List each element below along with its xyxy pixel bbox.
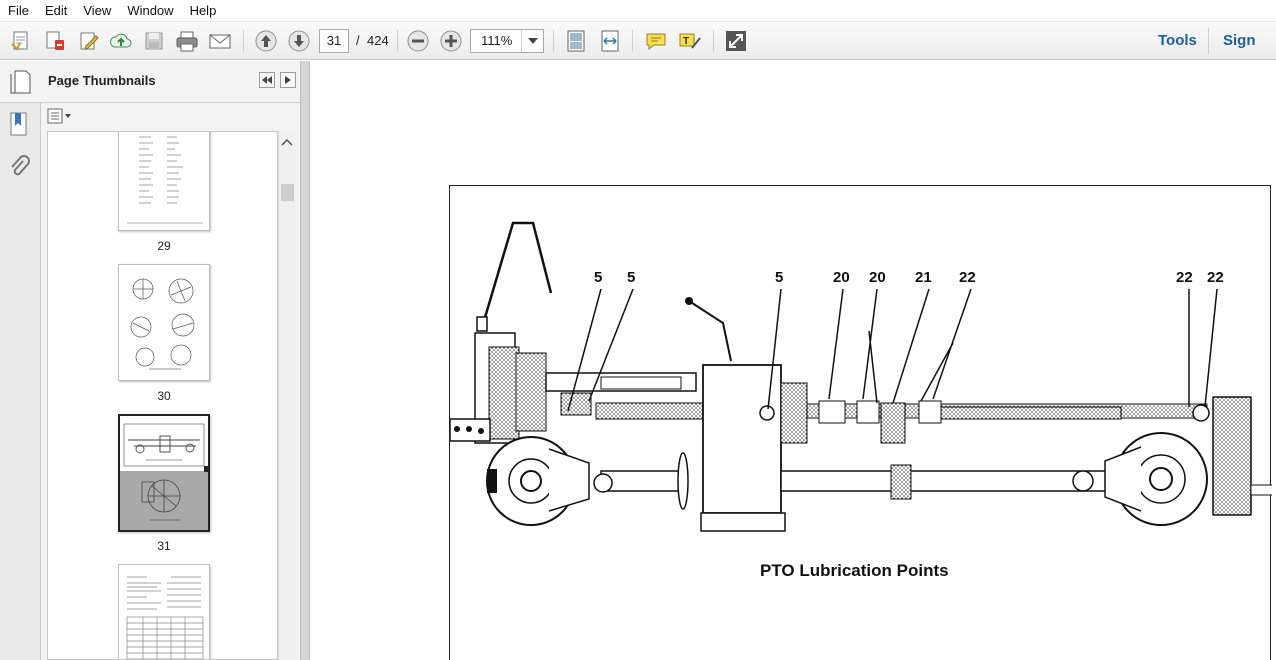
callout-label: 22 [1207, 269, 1224, 286]
callout-label: 22 [959, 269, 976, 286]
menu-view[interactable]: View [83, 2, 112, 18]
create-pdf-icon[interactable] [8, 28, 34, 54]
thumbnail-list[interactable]: 29 30 [47, 131, 278, 660]
zoom-out-icon[interactable] [405, 28, 431, 54]
zoom-select[interactable]: 111% [470, 29, 544, 53]
thumbnail-page-30[interactable] [118, 264, 210, 381]
highlight-text-icon[interactable]: T [677, 28, 703, 54]
toolbar-divider [243, 30, 244, 52]
next-page-icon[interactable] [286, 28, 312, 54]
scrollbar-thumb[interactable] [281, 184, 294, 201]
full-screen-icon[interactable] [723, 28, 749, 54]
bookmark-icon[interactable] [8, 111, 30, 137]
page-total: 424 [367, 33, 389, 48]
zoom-in-icon[interactable] [438, 28, 464, 54]
fit-width-icon[interactable] [597, 28, 623, 54]
thumbnail-pane-header: Page Thumbnails [0, 61, 300, 103]
document-view[interactable] [310, 61, 1276, 660]
toolbar-divider [1208, 28, 1209, 54]
thumbnail-label: 29 [157, 239, 171, 253]
chevron-up-icon[interactable] [281, 135, 293, 149]
paperclip-icon[interactable] [8, 155, 30, 181]
zoom-value: 111% [481, 33, 513, 48]
previous-page-icon[interactable] [253, 28, 279, 54]
menu-file[interactable]: File [8, 2, 29, 18]
menu-edit[interactable]: Edit [44, 2, 68, 18]
thumbnail-label: 31 [157, 539, 171, 553]
fit-page-icon[interactable] [563, 28, 589, 54]
cloud-upload-icon[interactable] [108, 28, 134, 54]
thumbnail-scrollbar[interactable] [278, 131, 295, 660]
save-icon[interactable] [141, 28, 167, 54]
thumbnail-resize-handle[interactable] [204, 466, 208, 472]
page-number-input[interactable]: 31 [319, 29, 349, 53]
sign-button[interactable]: Sign [1223, 32, 1256, 49]
menu-bar: File Edit View Window Help [0, 0, 1276, 22]
chevron-down-icon[interactable] [521, 30, 543, 52]
comment-icon[interactable] [643, 28, 669, 54]
callout-label: 20 [869, 269, 886, 286]
thumbnail-page-31[interactable] [118, 414, 210, 532]
thumbnail-options-button[interactable] [47, 106, 73, 126]
toolbar-divider [713, 30, 714, 52]
print-icon[interactable] [174, 28, 200, 54]
figure-frame [449, 185, 1272, 660]
callout-label: 21 [915, 269, 932, 286]
email-icon[interactable] [207, 28, 233, 54]
callout-label: 5 [594, 269, 603, 286]
menu-window[interactable]: Window [127, 2, 174, 18]
thumbnail-page-29[interactable] [118, 132, 210, 231]
callout-label: 22 [1176, 269, 1193, 286]
pane-splitter[interactable] [300, 61, 310, 660]
callout-label: 20 [833, 269, 850, 286]
toolbar-divider [553, 30, 554, 52]
combine-files-icon[interactable] [42, 28, 68, 54]
navigation-rail [0, 103, 41, 660]
toolbar-divider [632, 30, 633, 52]
pane-title: Page Thumbnails [48, 73, 156, 88]
svg-text:T: T [683, 36, 689, 47]
edit-pdf-icon[interactable] [76, 28, 102, 54]
collapse-pane-icon[interactable] [259, 72, 275, 88]
tools-button[interactable]: Tools [1158, 32, 1197, 49]
figure-title: PTO Lubrication Points [760, 561, 949, 580]
page-separator: / [356, 33, 360, 48]
toolbar: 31 / 424 111% T Tools Sign [0, 22, 1276, 60]
page-icon [8, 69, 32, 95]
pto-drivetrain-drawing [450, 221, 1272, 532]
menu-help[interactable]: Help [189, 2, 217, 18]
expand-pane-icon[interactable] [280, 72, 296, 88]
callout-label: 5 [627, 269, 636, 286]
callout-label: 5 [775, 269, 784, 286]
thumbnail-label: 30 [157, 389, 171, 403]
thumbnail-page-next[interactable] [118, 564, 210, 659]
toolbar-divider [397, 30, 398, 52]
